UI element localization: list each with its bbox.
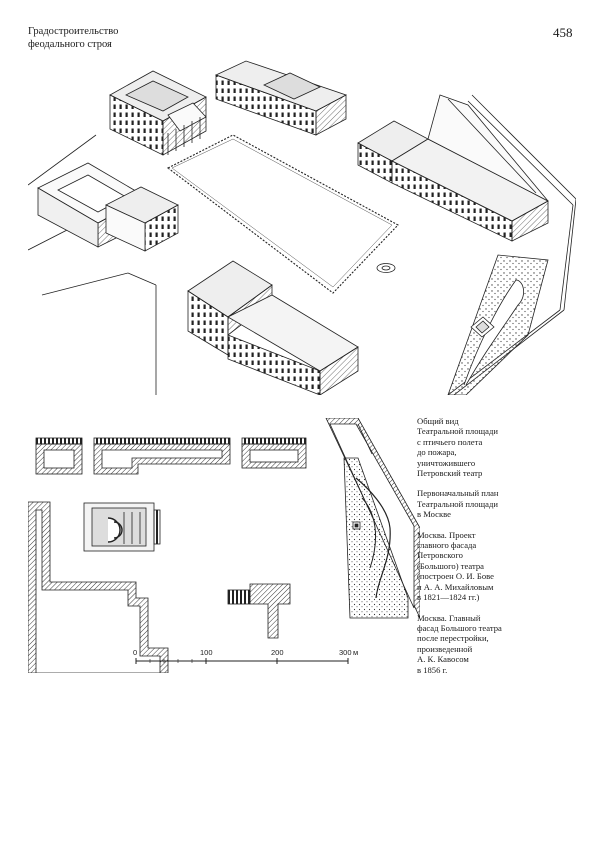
scale-unit: м — [353, 648, 358, 657]
caption-line: уничтожившего — [417, 457, 476, 468]
caption-line: Театральной площади — [417, 498, 498, 509]
header-title-line1: Градостроительство — [28, 26, 119, 37]
caption-site-plan: Первоначальный план Театральной площади … — [417, 488, 589, 519]
caption-line: Первоначальный план — [417, 488, 499, 499]
scale-label-200: 200 — [271, 648, 284, 657]
caption-line: Москва. Главный — [417, 612, 481, 623]
caption-line: после перестройки, — [417, 633, 489, 644]
header-title-line2: феодального строя — [28, 39, 112, 50]
aerial-view-illustration — [28, 60, 576, 395]
caption-facade-project: Москва. Проект главного фасада Петровско… — [417, 530, 589, 603]
running-header: Градостроительство феодального строя — [28, 25, 118, 51]
caption-line: А. К. Кавосом — [417, 654, 469, 665]
caption-line: в 1821—1824 гг.) — [417, 592, 480, 603]
caption-line: (построен О. И. Бове — [417, 571, 494, 582]
caption-line: в Москве — [417, 509, 451, 520]
scale-bar: 0 100 200 300 м — [133, 648, 358, 664]
caption-line: главного фасада — [417, 540, 477, 551]
caption-line: Общий вид — [417, 416, 459, 426]
caption-line: произведенной — [417, 643, 473, 654]
caption-line: Москва. Проект — [417, 529, 476, 540]
caption-line: и А. А. Михайловым — [417, 581, 494, 592]
caption-line: фасад Большого театра — [417, 622, 502, 633]
page-number: 458 — [553, 25, 573, 40]
figure-captions: Общий вид Театральной площади с птичьего… — [417, 416, 589, 685]
scale-label-100: 100 — [200, 648, 213, 657]
caption-line: Театральной площади — [417, 426, 498, 437]
scale-label-0: 0 — [133, 648, 137, 657]
caption-line: в 1856 г. — [417, 664, 448, 675]
caption-main-facade: Москва. Главный фасад Большого театра по… — [417, 613, 589, 675]
scale-label-300: 300 — [339, 648, 352, 657]
site-plan-illustration: 0 100 200 300 м — [28, 418, 420, 673]
caption-line: (Большого) театра — [417, 560, 484, 571]
caption-line: до пожара, — [417, 447, 457, 458]
caption-aerial-view: Общий вид Театральной площади с птичьего… — [417, 416, 589, 478]
caption-line: Петровского — [417, 550, 463, 561]
caption-line: Петровский театр — [417, 468, 483, 479]
caption-line: с птичьего полета — [417, 436, 483, 447]
